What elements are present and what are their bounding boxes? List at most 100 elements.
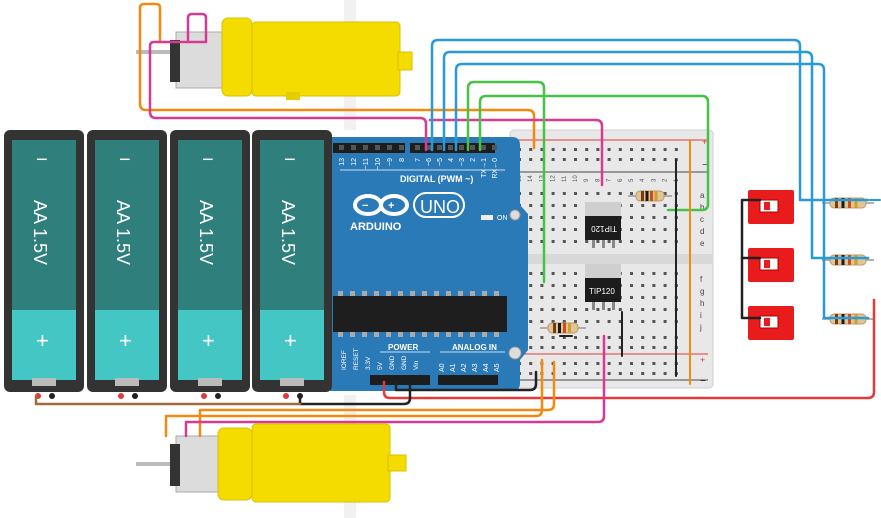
chip-pins <box>338 291 499 337</box>
breadboard-row-letter: b <box>700 203 705 212</box>
battery-4[interactable]: −AA 1.5V+ <box>252 130 332 399</box>
breadboard-row-letter: i <box>700 311 702 320</box>
atmega-chip <box>333 296 507 332</box>
uno-badge <box>413 192 465 218</box>
battery-1[interactable]: −AA 1.5V+ <box>4 130 84 399</box>
arduino-brand: ARDUINO <box>350 221 402 233</box>
breadboard-col-number: 13 <box>539 175 545 182</box>
digital-pin-label: 8 <box>399 158 406 162</box>
resistor-1[interactable] <box>628 190 672 202</box>
arduino-model: UNO <box>420 197 460 217</box>
wire-black-gnd <box>394 370 538 392</box>
power-pin-label: GND <box>401 355 408 370</box>
battery-label: AA 1.5V <box>278 200 298 265</box>
transistor-q1[interactable]: TIP120 <box>585 202 621 248</box>
power-pin-labels: IOREF RESET 3.3V 5V GND GND Vin <box>341 348 420 370</box>
breadboard-row-letter: g <box>700 287 704 296</box>
breadboard-col-number: 5 <box>629 178 635 182</box>
power-pin-label: GND <box>389 355 396 370</box>
digital-pin-label: ~6 <box>426 158 433 166</box>
battery-minus: − <box>119 149 131 171</box>
slide-switch-1[interactable] <box>748 190 794 224</box>
power-label: POWER <box>388 343 418 352</box>
analog-pin-label: A3 <box>472 363 479 372</box>
wires <box>34 2 881 438</box>
battery-pack[interactable]: −AA 1.5V+−AA 1.5V+−AA 1.5V+−AA 1.5V+ <box>4 130 332 399</box>
power-pin-label: 3.3V <box>365 356 372 370</box>
breadboard-col-number: 4 <box>640 178 646 182</box>
digital-pin-label: RX←0 <box>492 158 499 179</box>
on-label: ON <box>497 215 508 222</box>
digital-pin-label: ~10 <box>375 158 382 170</box>
wire-black-battery <box>298 383 412 406</box>
breadboard-col-number: 9 <box>584 178 590 182</box>
power-pin-label: Vin <box>413 360 420 370</box>
slide-switches[interactable] <box>748 190 794 340</box>
transistor-q2[interactable]: TIP120 <box>585 264 621 310</box>
digital-pin-label: TX→1 <box>481 158 488 178</box>
wire-red-5v <box>382 298 876 400</box>
breadboard-row-letter: a <box>700 191 705 200</box>
breadboard-col-number: 11 <box>562 175 568 182</box>
breadboard-col-number: 2 <box>663 178 669 182</box>
wire-magenta-top-b <box>428 118 604 187</box>
digital-pin-label: ~3 <box>459 158 466 166</box>
breadboard-row-letter: e <box>700 239 705 248</box>
arduino-logo: − + <box>353 194 409 216</box>
mount-hole-top <box>509 209 521 221</box>
slide-switch-2[interactable] <box>748 248 794 282</box>
battery-label: AA 1.5V <box>30 200 50 265</box>
digital-label: DIGITAL (PWM ~) <box>400 174 473 184</box>
power-pin-label: IOREF <box>341 350 348 370</box>
resistor-2[interactable] <box>540 322 586 334</box>
battery-label: AA 1.5V <box>196 200 216 265</box>
wire-orange-bottom-b <box>198 360 556 438</box>
analog-label: ANALOG IN <box>452 343 497 352</box>
motor-bottom[interactable] <box>136 423 407 503</box>
battery-plus: + <box>36 328 49 353</box>
digital-pin-label: ~11 <box>363 158 370 169</box>
breadboard-col-number: 6 <box>618 178 624 182</box>
analog-pin-label: A4 <box>483 363 490 372</box>
breadboard-row-letter: f <box>700 275 703 284</box>
wire-magenta-bottom <box>184 334 606 438</box>
analog-pin-label: A2 <box>461 363 468 372</box>
breadboard-col-number: 12 <box>551 175 557 182</box>
battery-plus: + <box>202 328 215 353</box>
digital-pin-label: 13 <box>339 158 346 166</box>
battery-label: AA 1.5V <box>113 200 133 265</box>
breadboard-plus-bottom: + <box>700 355 705 365</box>
battery-3[interactable]: − AA 1.5V + <box>170 130 250 399</box>
breadboard-col-number: 14 <box>528 175 534 182</box>
breadboard-col-number: 3 <box>651 178 657 182</box>
analog-pin-label: A1 <box>450 363 457 372</box>
wire-blue-1 <box>430 38 870 202</box>
power-pin-label: RESET <box>353 348 360 370</box>
slide-switch-3[interactable] <box>748 306 794 340</box>
breadboard-row-letter: h <box>700 299 704 308</box>
digital-pin-label: 4 <box>448 158 455 162</box>
wire-blue-2 <box>442 50 870 260</box>
battery-2[interactable]: −AA 1.5V+ <box>87 130 167 399</box>
power-pin-label: 5V <box>377 361 384 370</box>
breadboard-minus-top: − <box>702 160 708 171</box>
wire-orange-top <box>138 2 536 150</box>
resistor-4[interactable] <box>822 254 874 266</box>
battery-minus: − <box>202 149 214 171</box>
breadboard-row-letter: d <box>700 227 704 236</box>
breadboard-minus-bottom: − <box>700 376 706 387</box>
wire-green-2 <box>478 94 710 212</box>
digital-pin-label: ~5 <box>437 158 444 166</box>
motor-top[interactable] <box>136 17 413 100</box>
transistor-q2-label: TIP120 <box>589 287 615 296</box>
digital-pin-label: 7 <box>415 158 422 162</box>
mount-hole <box>508 346 522 360</box>
svg-text:+: + <box>388 200 394 212</box>
wire-magenta-top-a <box>148 12 428 152</box>
